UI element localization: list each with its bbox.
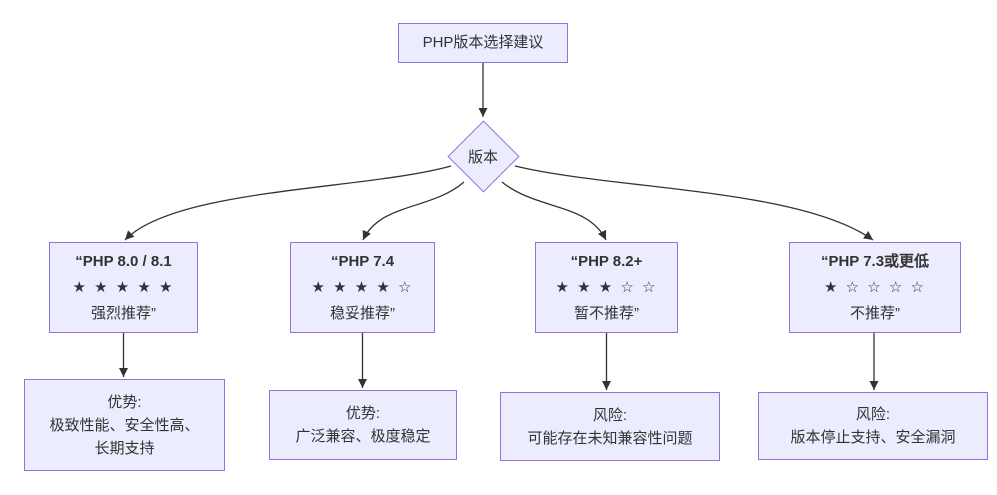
option-caption: 不推荐” <box>850 304 900 322</box>
node-detail-advantages-1: 优势: 极致性能、安全性高、 长期支持 <box>24 379 225 471</box>
option-heading: “PHP 8.0 / 8.1 <box>75 252 172 270</box>
decision-label: 版本 <box>467 148 498 166</box>
node-detail-risks-2: 风险: 版本停止支持、安全漏洞 <box>758 392 988 460</box>
star-rating: ★ ☆ ☆ ☆ ☆ <box>824 278 926 296</box>
node-detail-risks-1: 风险: 可能存在未知兼容性问题 <box>500 392 720 461</box>
option-caption: 稳妥推荐” <box>330 304 395 322</box>
option-caption: 暂不推荐” <box>574 304 639 322</box>
star-rating: ★ ★ ★ ★ ★ <box>72 278 175 296</box>
detail-line: 优势: <box>345 405 381 422</box>
detail-line: 可能存在未知兼容性问题 <box>527 429 693 447</box>
title-label: PHP版本选择建议 <box>422 34 544 51</box>
detail-line: 极致性能、安全性高、 <box>49 416 200 434</box>
node-option-php74: “PHP 7.4 ★ ★ ★ ★ ☆ 稳妥推荐” <box>290 242 435 333</box>
option-heading: “PHP 8.2+ <box>570 252 643 270</box>
node-decision: 版本 <box>446 119 520 193</box>
detail-line: 版本停止支持、安全漏洞 <box>790 429 956 446</box>
edge-decision-to-option-1 <box>124 165 452 241</box>
node-option-php82plus: “PHP 8.2+ ★ ★ ★ ☆ ☆ 暂不推荐” <box>535 242 678 333</box>
option-caption: 强烈推荐” <box>91 304 156 322</box>
node-option-php73-or-lower: “PHP 7.3或更低 ★ ☆ ☆ ☆ ☆ 不推荐” <box>789 242 961 333</box>
option-heading: “PHP 7.4 <box>330 252 395 270</box>
node-option-php80-81: “PHP 8.0 / 8.1 ★ ★ ★ ★ ★ 强烈推荐” <box>49 242 198 333</box>
option-heading: “PHP 7.3或更低 <box>820 252 930 270</box>
detail-line: 优势: <box>107 393 142 411</box>
star-rating: ★ ★ ★ ★ ☆ <box>311 278 414 296</box>
detail-line: 风险: <box>855 406 891 423</box>
node-detail-advantages-2: 优势: 广泛兼容、极度稳定 <box>269 390 457 460</box>
detail-line: 广泛兼容、极度稳定 <box>295 428 431 445</box>
star-rating: ★ ★ ★ ☆ ☆ <box>555 278 658 296</box>
detail-line: 风险: <box>592 406 628 424</box>
edge-decision-to-option-4 <box>514 165 874 241</box>
node-title: PHP版本选择建议 <box>398 23 568 63</box>
detail-line: 长期支持 <box>94 439 155 457</box>
